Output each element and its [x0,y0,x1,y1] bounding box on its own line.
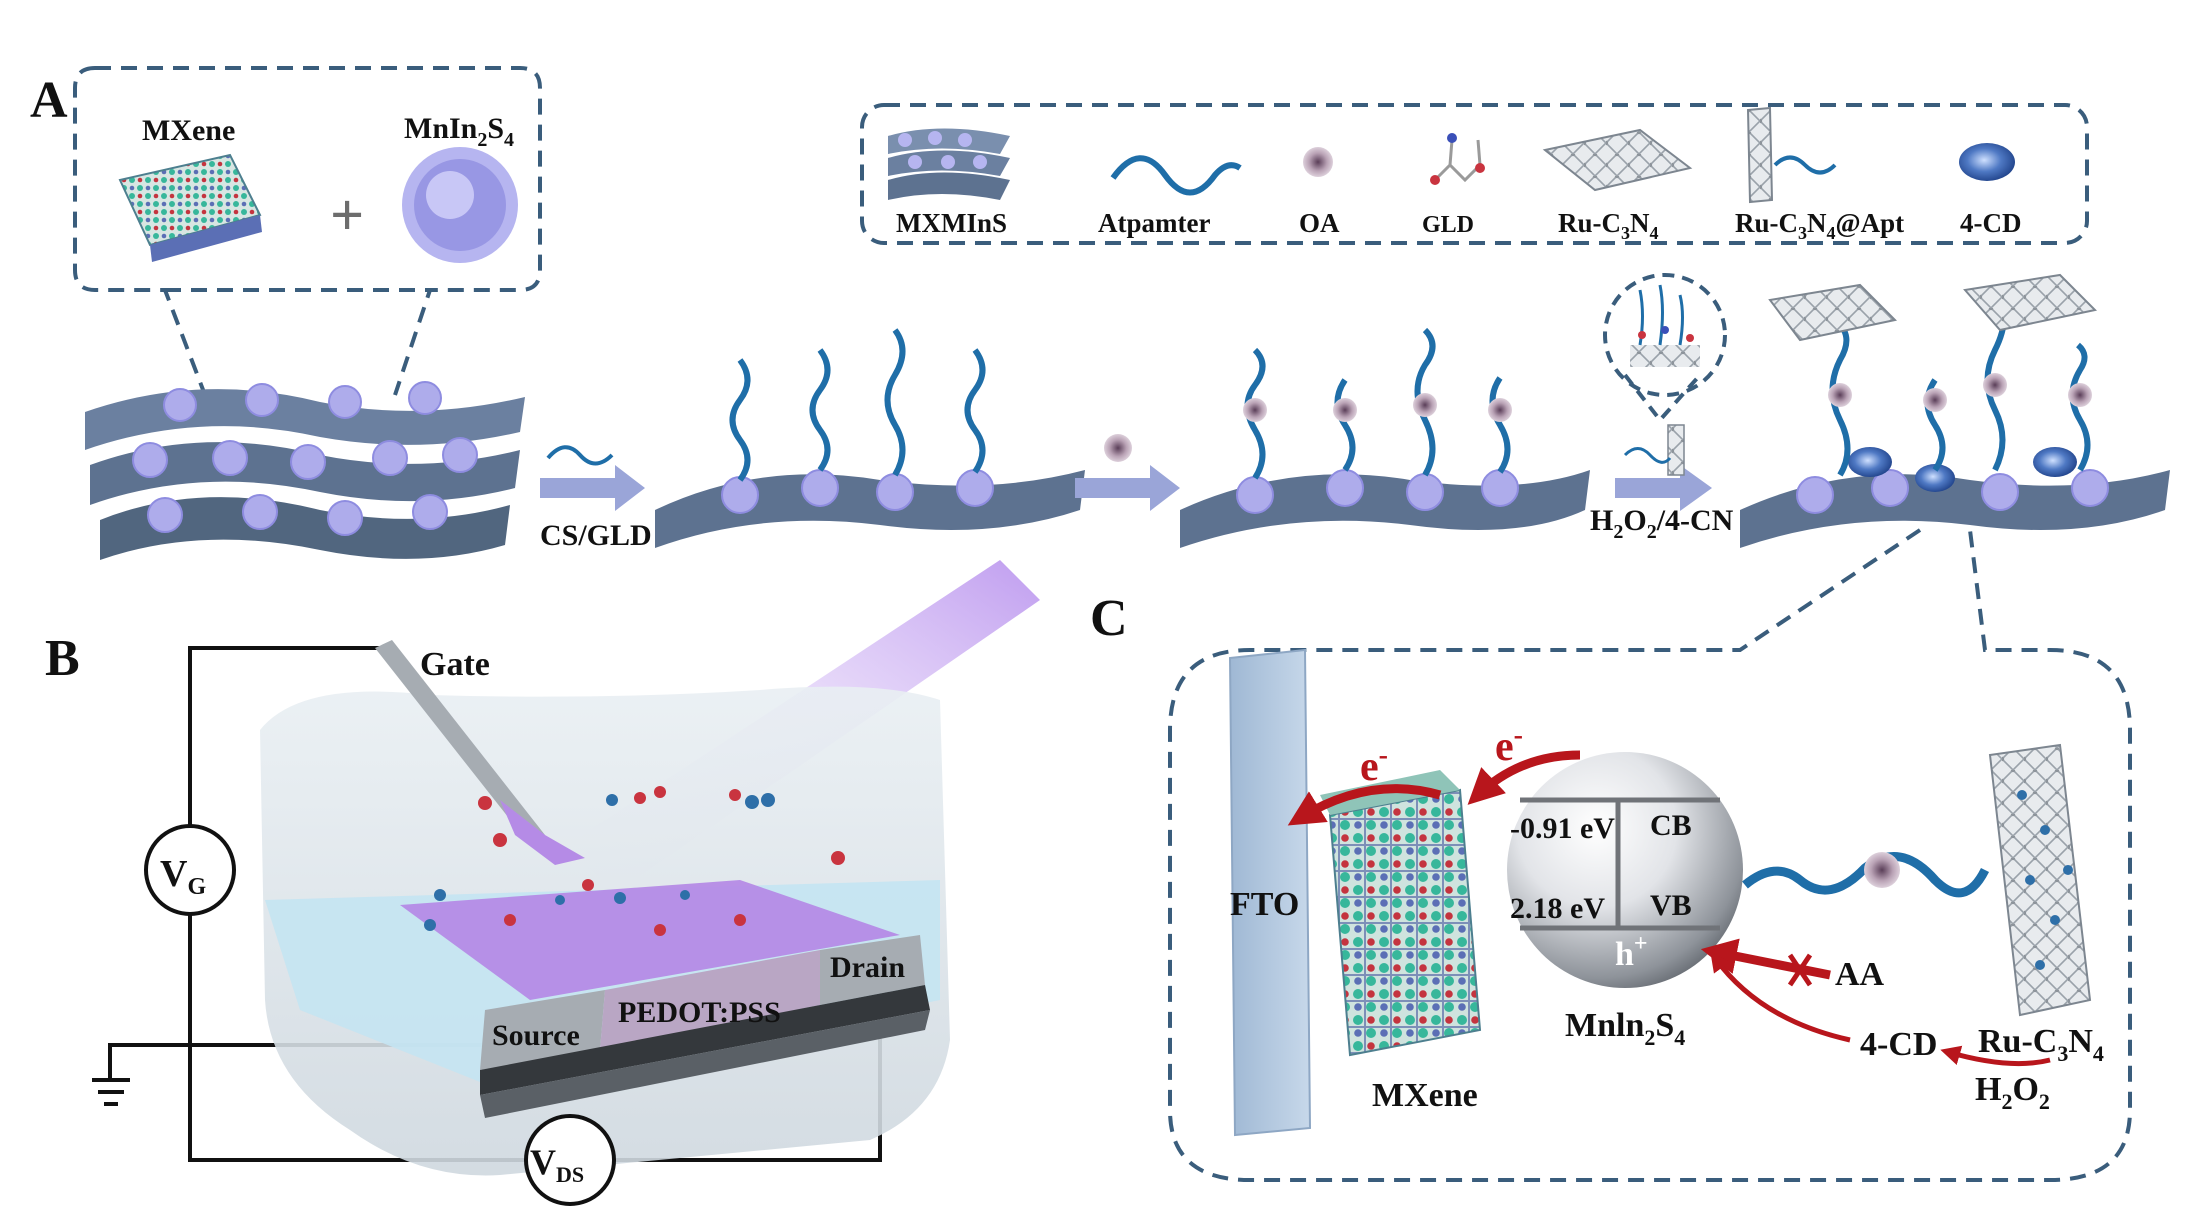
cd-arrow [1710,951,1851,1043]
aa-arrow [1700,938,1831,980]
arrow-step1 [540,465,645,511]
arrow-step3 [1615,465,1712,511]
transistor-device [260,640,950,1176]
legend-ruc3n4-apt-label: Ru-C3N4@Apt [1735,208,1904,243]
legend-gld-label: GLD [1422,212,1474,238]
source-label: Source [492,1019,580,1052]
h2o2-label: H2O2 [1975,1071,2050,1114]
stage1-stacked-sheets [85,381,525,560]
legend-mxmins-icon [888,128,1010,200]
aa-label: AA [1835,956,1885,993]
legend-oa-icon [1303,147,1333,177]
inset-callout-box [73,66,542,396]
ru-atoms [2017,790,2073,970]
legend-ruc3n4-apt-icon [1746,106,1837,204]
arrow-step2 [1075,465,1180,511]
band-diagram [1520,797,1720,931]
fto-label: FTO [1230,886,1299,923]
stage3-sheet [1180,327,1590,548]
legend-box [860,103,2089,245]
inset-mxene-label: MXene [142,114,235,147]
pedot-pss-label: PEDOT:PSS [618,996,781,1029]
ruc3n4-sheet [1988,743,2092,1017]
vds-meter [524,1114,616,1206]
stage2-sheet [655,328,1085,548]
plus-sign: + [330,182,364,248]
electron-arrow-1 [1287,784,1442,826]
cd-label: 4-CD [1860,1026,1937,1063]
legend-ruc3n4-icon [1542,128,1693,192]
inset-mnin2s4-flower [402,147,518,263]
electron-label-2: e- [1495,720,1523,770]
hole-label: h+ [1615,931,1648,973]
drain-label: Drain [830,951,905,984]
panel-label-c: C [1090,590,1128,647]
panel-c-callout [1168,528,2132,1182]
vg-meter [144,824,236,916]
arrow-step1-aptamer-icon [546,445,614,466]
inset-mnin2s4-label: MnIn2S4 [404,112,514,151]
vb-label: VB [1650,889,1692,922]
legend-aptamer-icon [1110,155,1242,196]
ruc3n4-label: Ru-C3N4 [1978,1023,2104,1066]
step1-label: CS/GLD [540,519,652,552]
legend-oa-label: OA [1299,208,1340,238]
panel-label-a: A [30,72,68,129]
ions [424,786,845,936]
aa-block-x [1787,953,1813,987]
vds-label: VDS [530,1142,584,1187]
panel-label-b: B [45,630,80,687]
legend-gld-icon [1430,133,1485,185]
mxene-label: MXene [1372,1077,1478,1114]
electron-label-1: e- [1360,740,1388,790]
gate-label: Gate [420,646,490,683]
mxene-crystal [1320,770,1482,1057]
legend-mxmins-label: MXMInS [896,208,1007,238]
arrow-step3-icon [1623,424,1685,476]
step3-label: H2O2/4-CN [1590,504,1734,543]
vb-energy-label: 2.18 eV [1510,892,1605,925]
mnin2s4-label: Mnln2S4 [1565,1007,1685,1050]
h2o2-arrow [1940,1045,2051,1067]
oa-particle [1864,852,1900,888]
molecule-callout [1603,273,1727,424]
arrow-step2-oa-icon [1104,434,1132,462]
inset-mxene-crystal [118,153,262,262]
fto-electrode [1228,648,1312,1137]
legend-ruc3n4-label: Ru-C3N4 [1558,208,1659,243]
stage4-sheet [1740,273,2170,548]
legend-4cd-icon [1959,143,2015,181]
legend-aptamer-label: Atpamter [1098,208,1210,238]
legend-4cd-label: 4-CD [1960,208,2022,238]
cb-energy-label: -0.91 eV [1510,812,1615,845]
electron-arrow-2 [1467,750,1581,805]
vg-label: VG [160,853,206,900]
cb-label: CB [1650,809,1692,842]
